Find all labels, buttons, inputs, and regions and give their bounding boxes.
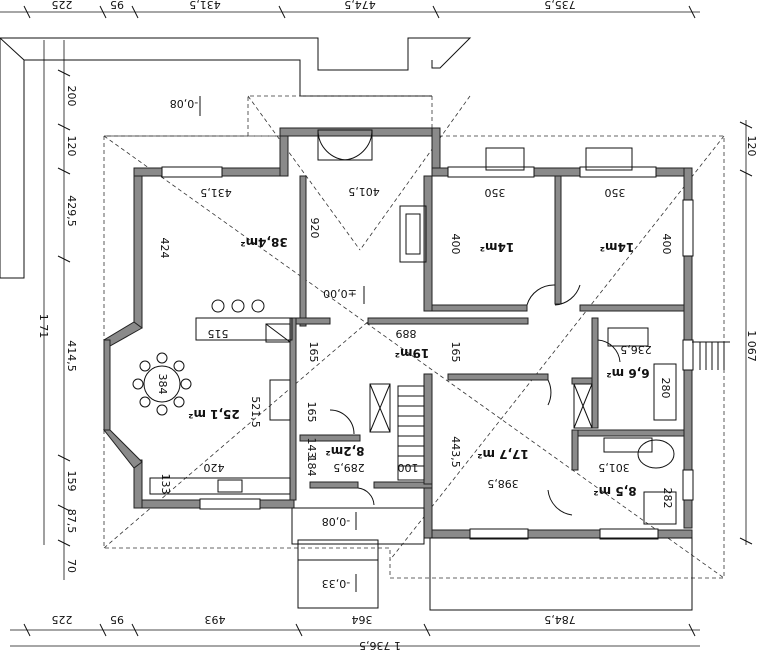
- room-hall: 19m² 889 165 165: [307, 327, 462, 363]
- dim-left-1: 120: [65, 136, 78, 157]
- dim-top-1: 95: [110, 0, 124, 11]
- room-dim-bedroom-3-height: 443,5: [449, 436, 462, 468]
- dim-bottom-0: 225: [52, 613, 73, 626]
- dim-top-4: 735,5: [544, 0, 576, 11]
- room-dim-pantry-top: 165: [305, 402, 318, 423]
- room-area-bathroom-small: 6,6 m²: [606, 366, 649, 380]
- dim-top-3: 474,5: [344, 0, 376, 11]
- room-living: 38,4m² 431,5 424 920: [158, 186, 321, 259]
- room-area-hall: 19m²: [395, 346, 429, 360]
- room-dim-pantry-width: 289,5: [333, 461, 365, 474]
- dim-left-3: 414,5: [65, 340, 78, 372]
- level-marker-step: -0,33: [322, 574, 357, 592]
- room-dim-dining-depth: 521,5: [249, 396, 262, 428]
- level-entrance: -0,08: [322, 515, 350, 528]
- right-dimension-line: 120 1 067: [739, 120, 758, 545]
- room-dim-bathroom-small-width: 236,5: [620, 343, 652, 356]
- room-dim-bedroom-3-width: 398,5: [487, 477, 519, 490]
- room-area-living: 38,4m²: [240, 235, 287, 249]
- dim-left-outer: 1 71: [37, 314, 50, 339]
- room-area-bedroom-1: 14m²: [480, 240, 514, 254]
- dim-left-4: 159: [65, 471, 78, 492]
- room-dim-living-height: 424: [158, 238, 171, 259]
- room-area-bedroom-3: 17,7 m²: [477, 447, 529, 461]
- bottom-dimension-line: 225 95 493 364 784,5 1 736,5: [10, 613, 700, 652]
- level-center: ±0,00: [323, 287, 357, 300]
- room-dim-hall-left: 165: [307, 342, 320, 363]
- room-dim-dining-side: 133: [159, 474, 172, 495]
- door-swings: [329, 284, 621, 516]
- room-dim-bedroom-1-height: 400: [449, 234, 462, 255]
- room-bedroom-2: 14m² 350 400: [600, 186, 673, 255]
- dim-left-0: 200: [65, 86, 78, 107]
- room-dim-bedroom-2-width: 350: [605, 186, 626, 199]
- room-dim-pantry-left: 184: [305, 456, 318, 477]
- room-dim-bathroom-small-height: 280: [659, 378, 672, 399]
- room-dim-pantry-side: 143: [305, 438, 318, 459]
- furniture: [132, 205, 677, 525]
- room-bathroom-small: 6,6 m² 236,5 280: [606, 343, 672, 399]
- room-dining: 25,1 m² 384 515 420 521,5 133: [156, 327, 262, 495]
- dim-bottom-total: 1 736,5: [359, 639, 401, 652]
- room-dim-bedroom-2-height: 400: [660, 234, 673, 255]
- dim-bottom-4: 784,5: [544, 613, 576, 626]
- level-marker-top-left: -0,08: [170, 96, 201, 116]
- room-area-pantry: 8,2m²: [325, 444, 364, 458]
- room-dim-hall-top: 401,5: [348, 185, 380, 198]
- room-dim-pantry-step: 100: [398, 461, 419, 474]
- top-dimension-line: 225 95 431,5 474,5 735,5: [0, 0, 700, 19]
- room-dim-living-depth: 920: [308, 218, 321, 239]
- room-dim-hall-width: 889: [396, 327, 417, 340]
- entrance-door: [317, 129, 373, 161]
- room-dim-bathroom-large-height: 282: [661, 488, 674, 509]
- entry-steps: [291, 507, 693, 611]
- room-dim-dining-table: 384: [156, 374, 169, 395]
- staircase: [369, 383, 593, 481]
- room-bedroom-3: 17,7 m² 398,5 443,5: [449, 436, 529, 490]
- room-area-bedroom-2: 14m²: [600, 240, 634, 254]
- level-top-left: -0,08: [170, 97, 198, 110]
- dim-left-5: 87,5: [65, 509, 78, 534]
- dim-left-2: 429,5: [65, 195, 78, 227]
- level-marker-entrance: -0,08: [322, 512, 357, 530]
- room-dim-hall-right: 165: [449, 342, 462, 363]
- level-step: -0,33: [322, 577, 350, 590]
- dim-right-total: 1 067: [745, 330, 758, 362]
- room-area-bathroom-large: 8,5 m²: [593, 484, 636, 498]
- dim-bottom-3: 364: [352, 613, 373, 626]
- dim-left-6: 70: [65, 559, 78, 573]
- level-marker-center: ±0,00: [323, 286, 365, 304]
- room-hall-top: 401,5: [348, 185, 380, 198]
- dim-top-0: 225: [52, 0, 73, 11]
- room-dim-dining-bottom: 420: [204, 461, 225, 474]
- room-area-dining: 25,1 m²: [188, 407, 240, 421]
- balconies: [485, 147, 730, 370]
- room-pantry: 8,2m² 289,5 100 184 165 143: [305, 402, 419, 477]
- room-dim-bedroom-1-width: 350: [485, 186, 506, 199]
- room-dim-living-width: 431,5: [200, 186, 232, 199]
- room-dim-bathroom-large-width: 301,5: [598, 461, 630, 474]
- dim-bottom-1: 95: [110, 613, 124, 626]
- dim-right-top: 120: [745, 136, 758, 157]
- room-bedroom-1: 14m² 350 400: [449, 186, 514, 255]
- dim-bottom-2: 493: [205, 613, 226, 626]
- windows: [161, 166, 694, 540]
- room-bathroom-large: 8,5 m² 301,5 282: [593, 461, 674, 509]
- dim-top-2: 431,5: [189, 0, 221, 11]
- left-dimension-line: 1 71 200 120 429,5 414,5 159 87,5 70: [37, 40, 78, 580]
- room-dim-dining-width: 515: [208, 327, 229, 340]
- roof-outline: [0, 37, 725, 579]
